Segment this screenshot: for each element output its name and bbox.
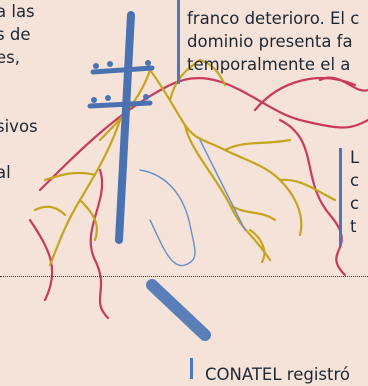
top-right-column-text: franco deterioro. El c dominio presenta f… bbox=[187, 7, 359, 76]
text-line: t bbox=[350, 217, 357, 236]
text-line: c bbox=[350, 194, 360, 213]
accent-bar bbox=[190, 358, 193, 379]
accent-bar bbox=[177, 0, 180, 84]
text-line: sivos bbox=[0, 117, 38, 136]
text-line: s de bbox=[0, 25, 31, 44]
text-line bbox=[0, 69, 38, 92]
yellow-root-network bbox=[33, 58, 337, 267]
accent-bar bbox=[339, 148, 342, 246]
text-line: temporalmente el a bbox=[187, 55, 351, 74]
text-line: CONATEL registró bbox=[205, 365, 351, 384]
pole-icon bbox=[87, 11, 211, 341]
text-line: al bbox=[0, 163, 11, 182]
text-line bbox=[0, 138, 38, 161]
dotted-divider bbox=[0, 276, 368, 277]
red-root-lines bbox=[28, 76, 368, 320]
bottom-right-column-text: CONATEL registró bbox=[205, 363, 350, 386]
text-line: c bbox=[350, 171, 360, 190]
text-line: dominio presenta fa bbox=[187, 32, 353, 51]
text-line: L bbox=[350, 148, 360, 167]
text-line: franco deterioro. El c bbox=[187, 9, 360, 28]
left-column-text: a las s de es, sivos al bbox=[0, 0, 38, 184]
text-line bbox=[0, 92, 38, 115]
text-line: es, bbox=[0, 48, 20, 67]
text-line: a las bbox=[0, 2, 35, 21]
blue-wire-loops bbox=[139, 139, 246, 267]
